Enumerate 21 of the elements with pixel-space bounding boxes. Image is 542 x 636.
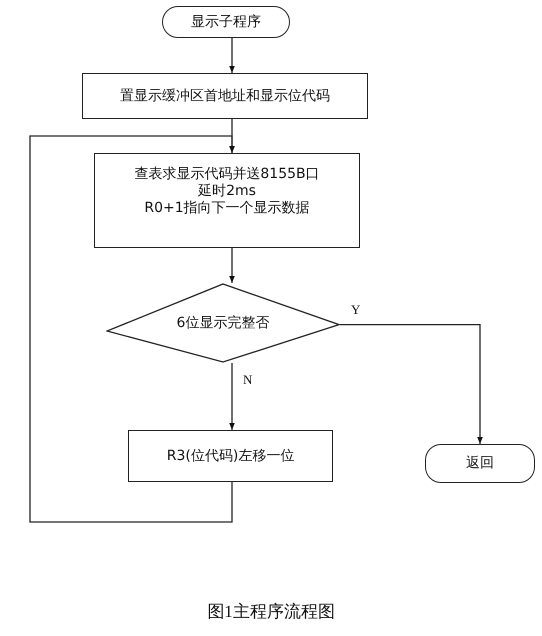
step-text: 延时2ms bbox=[198, 183, 256, 200]
step-text: 查表求显示代码并送8155B口 bbox=[134, 166, 320, 183]
terminal-box bbox=[162, 6, 290, 38]
arrow bbox=[229, 38, 235, 73]
step-text: 显示子程序 bbox=[191, 14, 261, 30]
arrow bbox=[29, 135, 235, 523]
step-text: R3(位代码)左移一位 bbox=[166, 448, 294, 464]
edge-label: N bbox=[242, 373, 254, 387]
condition-text: 6位显示完整否 bbox=[176, 314, 270, 332]
figure-caption: 图1主程序流程图 bbox=[207, 602, 335, 621]
edge-label: Y bbox=[350, 302, 362, 317]
arrow bbox=[229, 363, 235, 430]
step-text: R0+1指向下一个显示数据 bbox=[144, 200, 310, 217]
process-box bbox=[94, 153, 360, 248]
arrow bbox=[340, 324, 483, 444]
step-text: 置显示缓冲区首地址和显示位代码 bbox=[120, 88, 330, 104]
arrow bbox=[229, 248, 235, 283]
process-box bbox=[128, 430, 333, 482]
step-text: 返回 bbox=[466, 455, 494, 472]
terminal-box bbox=[425, 444, 535, 483]
process-box bbox=[82, 73, 368, 119]
